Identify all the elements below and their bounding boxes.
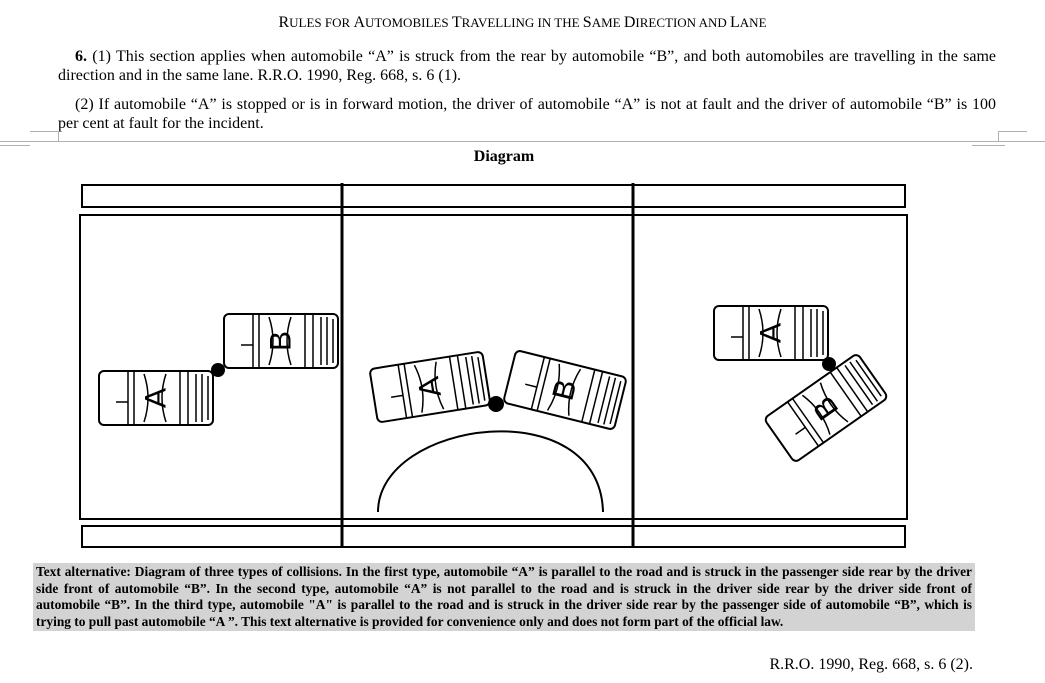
margin-corner-left-line bbox=[0, 145, 30, 146]
car-label: A bbox=[755, 323, 788, 343]
car-a-panel-3: A bbox=[713, 305, 829, 361]
car-b-panel-2: B bbox=[502, 349, 628, 431]
subsection-2: (2) If automobile “A” is stopped or is i… bbox=[58, 95, 996, 133]
section-heading: RULES FOR AUTOMOBILES TRAVELLING IN THE … bbox=[278, 14, 767, 31]
margin-corner-left bbox=[30, 131, 59, 142]
diagram-title: Diagram bbox=[473, 148, 535, 165]
subsection-2-text: (2) If automobile “A” is stopped or is i… bbox=[58, 96, 996, 132]
margin-corner-right bbox=[998, 131, 1027, 142]
upper-curb bbox=[81, 184, 906, 208]
roundabout-curve bbox=[377, 430, 604, 513]
page-divider bbox=[0, 141, 1045, 142]
car-b-panel-3: B bbox=[762, 352, 890, 464]
subsection-1: 6. (1) This section applies when automob… bbox=[58, 47, 996, 85]
text-alternative: Text alternative: Diagram of three types… bbox=[33, 563, 975, 631]
car-a-panel-2: A bbox=[368, 350, 492, 424]
lower-curb bbox=[81, 525, 906, 548]
car-b-panel-1: B bbox=[223, 313, 339, 369]
car-a-panel-1: A bbox=[98, 370, 214, 426]
impact-point-3 bbox=[822, 357, 836, 371]
section-number: 6. bbox=[75, 48, 87, 65]
margin-corner-right-line bbox=[972, 145, 1005, 146]
impact-point-1 bbox=[211, 363, 225, 377]
subsection-1-text: (1) This section applies when automobile… bbox=[58, 48, 997, 84]
car-label: A bbox=[140, 388, 173, 408]
road-lane bbox=[79, 214, 908, 520]
car-label: B bbox=[265, 331, 298, 351]
impact-point-2 bbox=[488, 396, 504, 412]
citation: R.R.O. 1990, Reg. 668, s. 6 (2). bbox=[769, 656, 973, 673]
